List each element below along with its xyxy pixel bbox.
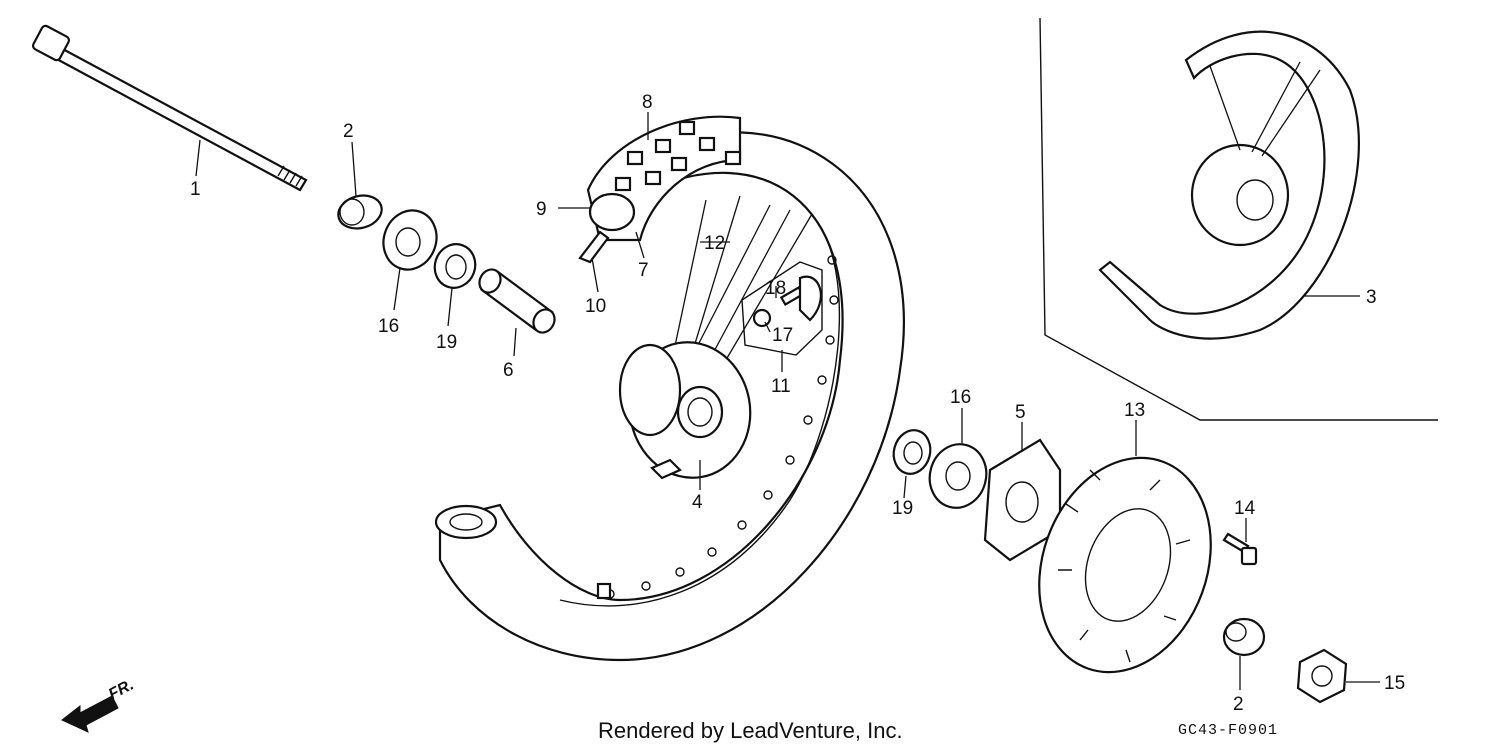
callout-15: 15 xyxy=(1384,673,1405,694)
callout-1: 1 xyxy=(190,179,201,200)
callout-11: 11 xyxy=(771,376,791,397)
front-arrow-icon xyxy=(61,695,119,733)
distance-collar xyxy=(478,268,556,334)
front-direction-indicator: FR. xyxy=(61,676,137,733)
front-tire xyxy=(434,131,905,662)
callout-7: 7 xyxy=(638,260,649,281)
inset-wheel-assembly xyxy=(1039,17,1438,421)
tire-cutaway xyxy=(578,115,742,264)
callout-14: 14 xyxy=(1234,498,1256,519)
collar-upper xyxy=(337,194,383,230)
callout-2-upper: 2 xyxy=(343,121,354,142)
dust-seal-left xyxy=(382,209,438,271)
callout-17: 17 xyxy=(772,325,793,346)
callout-16-left: 16 xyxy=(378,316,399,337)
bearing-right xyxy=(892,429,932,475)
callout-4: 4 xyxy=(692,492,703,513)
collar-lower xyxy=(1222,617,1266,657)
diagram-code: GC43-F0901 xyxy=(1178,722,1278,739)
brake-disc xyxy=(1038,456,1212,674)
callout-10: 10 xyxy=(585,296,606,317)
callout-6: 6 xyxy=(503,360,514,381)
leader-lines xyxy=(195,112,1380,690)
callout-numbers: 1 2 16 19 6 8 9 12 7 10 18 17 11 4 3 16 … xyxy=(190,92,1405,715)
callout-16-right: 16 xyxy=(950,387,971,408)
axle xyxy=(31,24,308,192)
disc-bolt xyxy=(1222,532,1258,566)
callout-9: 9 xyxy=(536,199,547,220)
render-credit: Rendered by LeadVenture, Inc. xyxy=(598,718,903,743)
callout-8: 8 xyxy=(642,92,653,113)
rim xyxy=(559,214,841,607)
axle-nut xyxy=(1296,648,1348,704)
callout-2-lower: 2 xyxy=(1233,694,1244,715)
callout-18: 18 xyxy=(765,278,786,299)
callout-19-right: 19 xyxy=(892,498,913,519)
hub xyxy=(618,341,752,480)
callout-19-left: 19 xyxy=(436,332,457,353)
bearing-left xyxy=(433,243,477,289)
rim-band-box xyxy=(741,261,823,356)
callout-12: 12 xyxy=(704,233,725,254)
callout-13: 13 xyxy=(1124,400,1145,421)
dust-seal-right xyxy=(928,443,988,509)
callout-5: 5 xyxy=(1015,402,1026,423)
callout-3: 3 xyxy=(1366,287,1377,308)
